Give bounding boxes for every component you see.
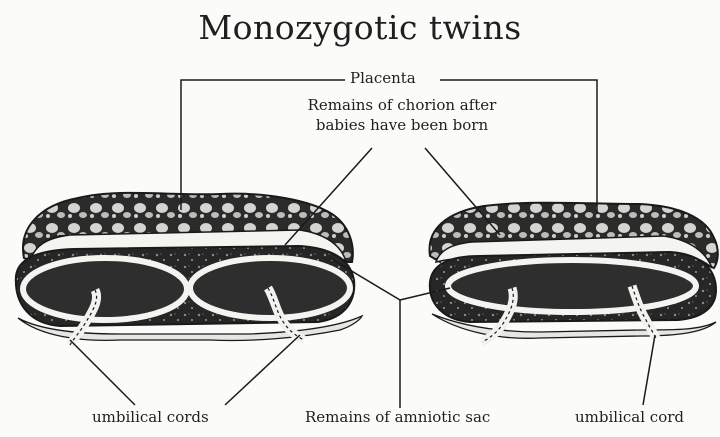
umbilical-cords-label: umbilical cords	[92, 408, 209, 426]
left-placenta	[16, 193, 362, 345]
chorion-label-line1: Remains of chorion after	[292, 96, 512, 114]
placenta-label: Placenta	[350, 69, 416, 87]
amniotic-sac-label: Remains of amniotic sac	[305, 408, 490, 426]
umbilical-cord-label: umbilical cord	[575, 408, 684, 426]
right-placenta	[429, 203, 717, 342]
right-amniotic-sac	[448, 260, 696, 312]
cord-leader-right	[643, 335, 655, 405]
left-amniotic-sac-1	[23, 258, 187, 320]
page-title: Monozygotic twins	[0, 8, 720, 47]
cords-leader-right	[225, 335, 300, 405]
chorion-label-line2: babies have been born	[292, 116, 512, 134]
cords-leader-left	[70, 340, 135, 405]
